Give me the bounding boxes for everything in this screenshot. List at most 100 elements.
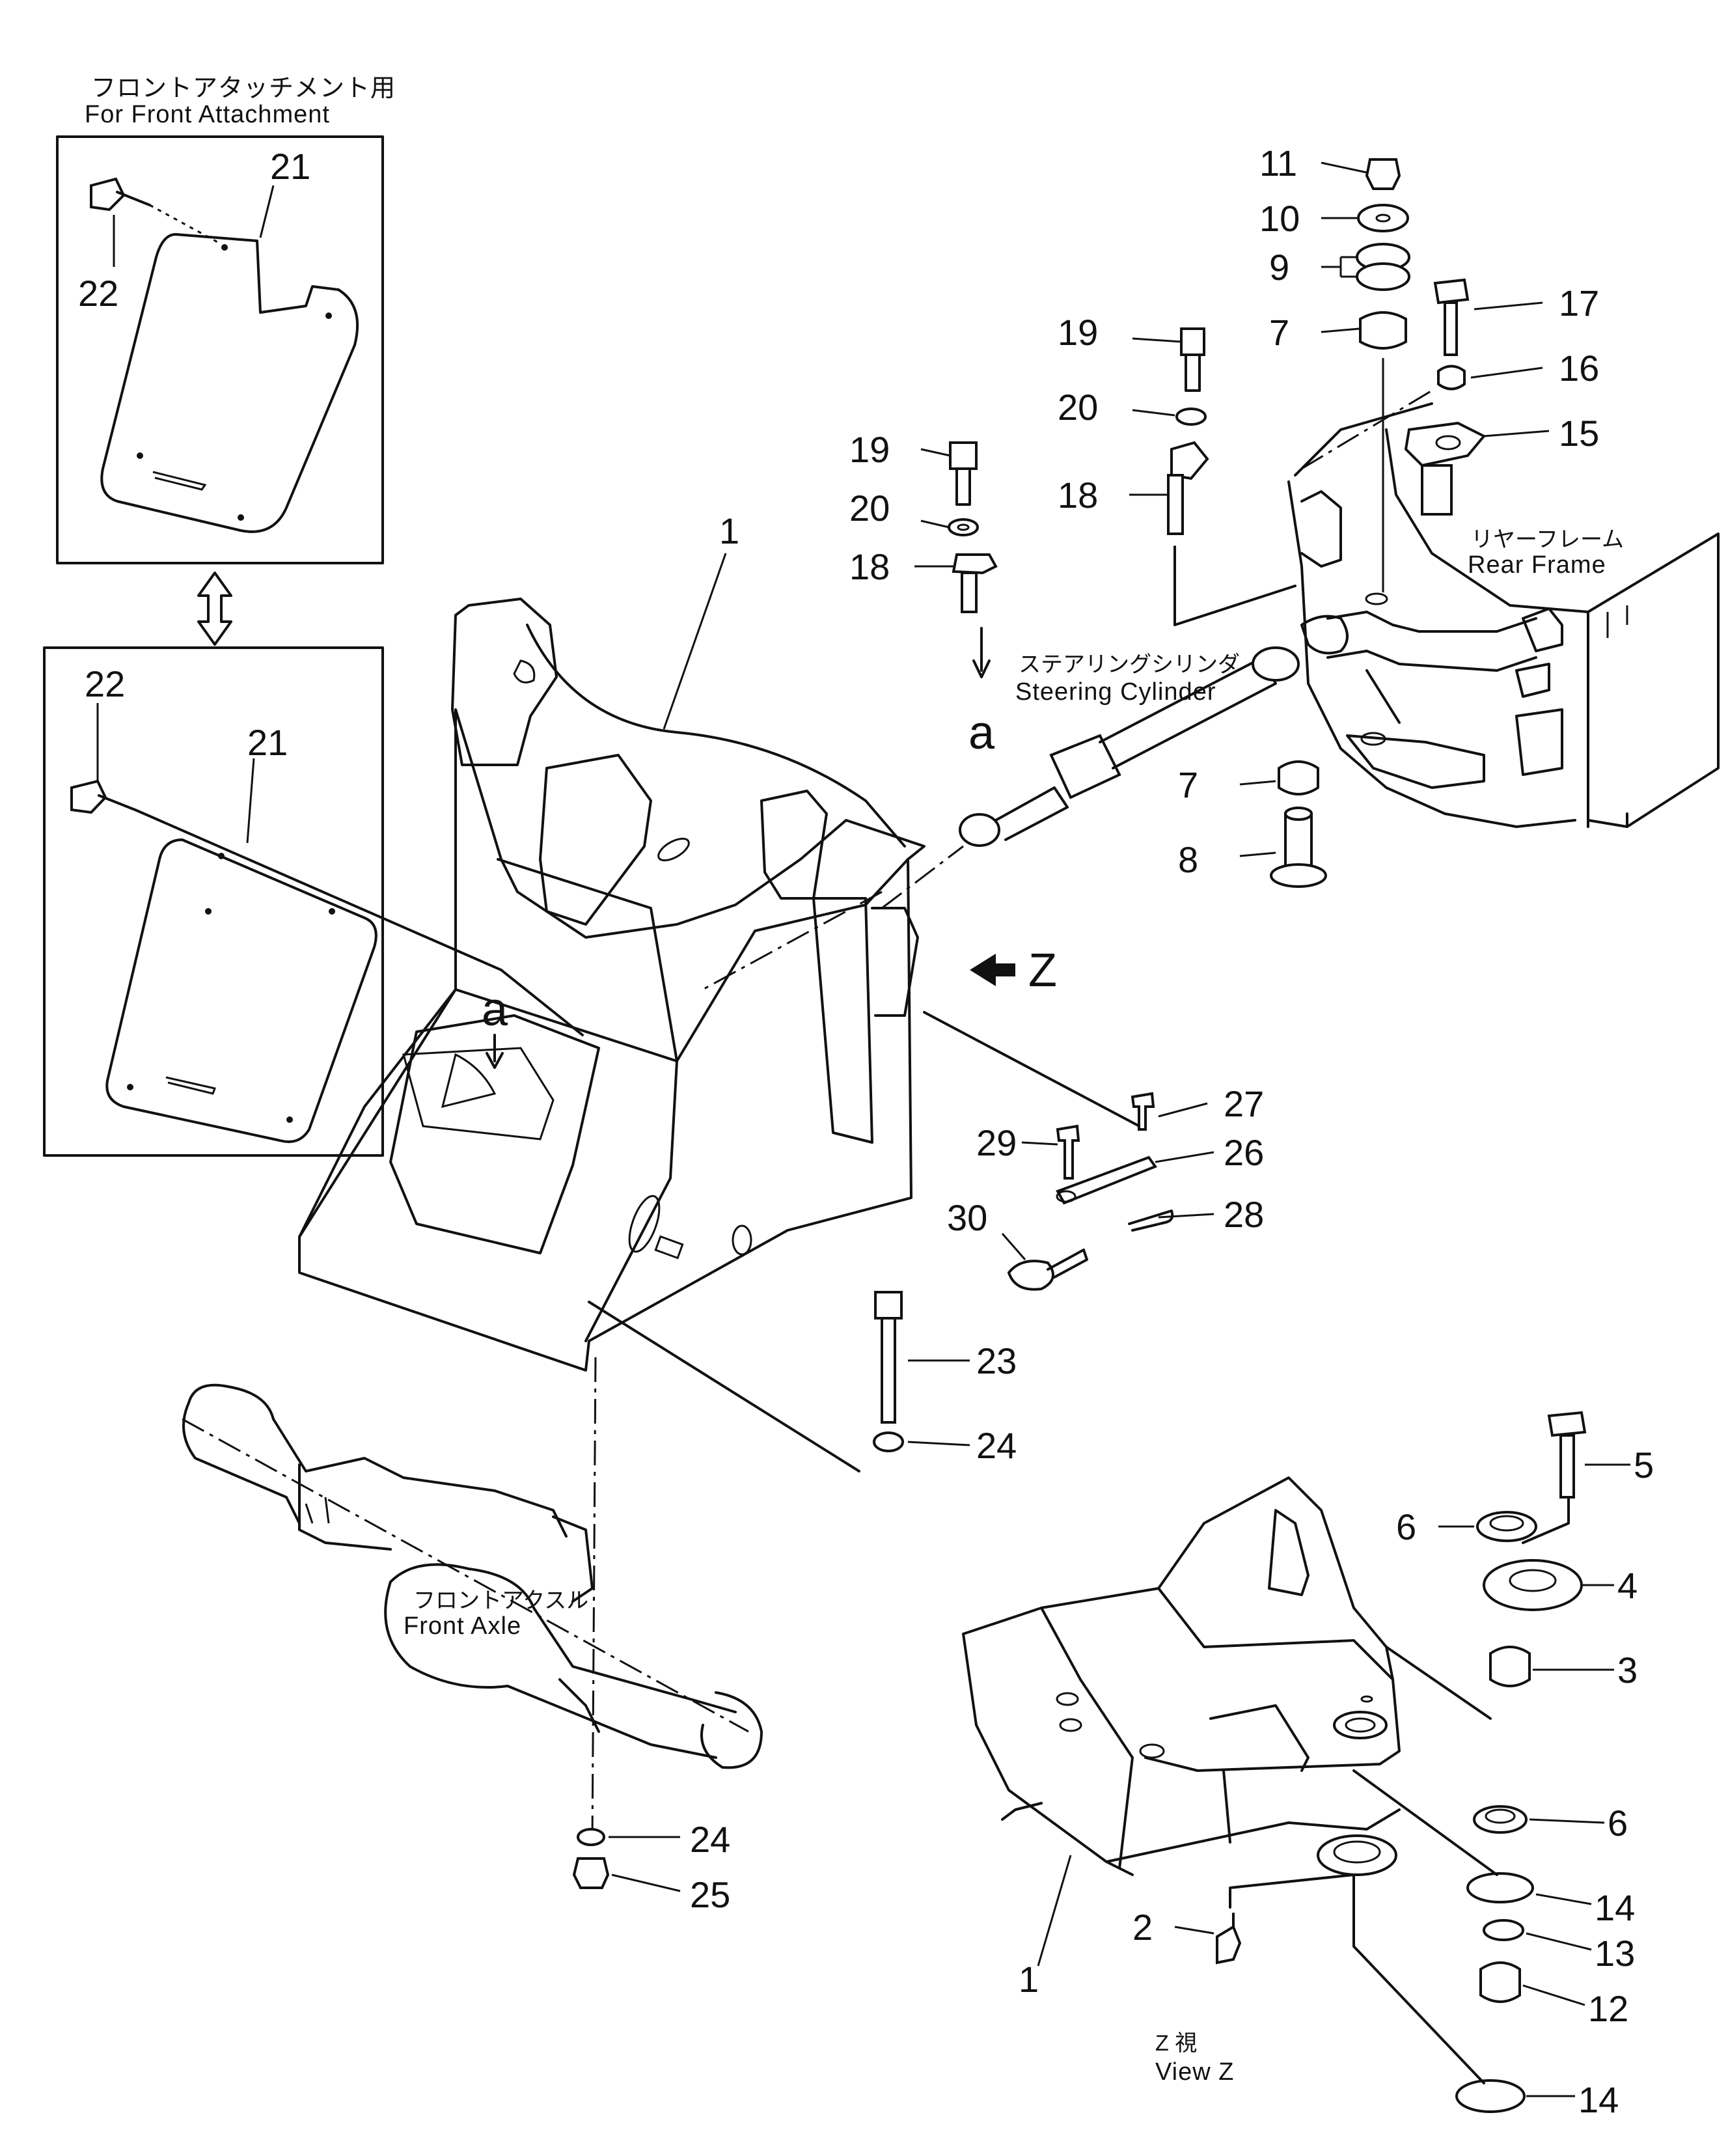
callout-20-b: 20	[1058, 387, 1098, 428]
pin-29	[1056, 1124, 1080, 1180]
front-attachment-en-label: For Front Attachment	[85, 101, 330, 128]
front-axle	[182, 1383, 763, 1769]
leader-19-a	[920, 448, 951, 457]
callout-30: 30	[947, 1197, 987, 1238]
callout-27: 27	[1224, 1083, 1264, 1124]
front-axle-jp-label: フロントアクスル	[413, 1588, 588, 1613]
view-z-en-label: View Z	[1155, 2058, 1234, 2086]
centerline-axle	[591, 1357, 597, 1843]
callout-15: 15	[1559, 413, 1599, 454]
o-ring-14-a	[1466, 1872, 1534, 1903]
bushing-12	[1479, 1961, 1521, 2003]
washer-16	[1437, 365, 1466, 391]
leader-frame-to-14a	[1352, 1769, 1498, 1876]
leader-20-a	[920, 519, 950, 529]
ref-a-top-arrow	[972, 627, 991, 678]
leader-6-bottom	[1529, 1818, 1605, 1824]
leader-25	[611, 1873, 681, 1892]
leader-2	[1174, 1926, 1214, 1935]
swap-arrow	[197, 572, 232, 646]
callout-9: 9	[1269, 247, 1289, 288]
pin-15	[1404, 421, 1487, 516]
leader-14-a	[1535, 1893, 1592, 1905]
pin-set-left	[948, 441, 998, 613]
bolt-22-upper	[90, 177, 222, 245]
z-arrow-icon	[970, 954, 1015, 986]
z-arrow-label: Z	[1028, 945, 1057, 997]
leader-frame-to-bolt	[588, 1301, 860, 1472]
leader-bolt-5-to-flange	[1522, 1496, 1570, 1544]
callout-5: 5	[1634, 1444, 1654, 1486]
flange-4	[1483, 1559, 1583, 1611]
seal-6-bottom	[1473, 1805, 1528, 1834]
leader-7-bottom	[1239, 780, 1276, 786]
centerline-frame	[702, 891, 883, 991]
callout-17: 17	[1559, 283, 1599, 324]
leader-cover-to-frame	[135, 809, 584, 1036]
leader-11	[1321, 161, 1367, 174]
view-z-frame	[962, 1476, 1401, 1876]
leader-20-b	[1132, 409, 1175, 417]
pin-set-right	[1167, 327, 1209, 535]
callout-2: 2	[1132, 1907, 1153, 1948]
callout-7-top: 7	[1269, 312, 1289, 353]
leader-17	[1474, 301, 1543, 311]
grease-fitting-2	[1216, 1913, 1242, 1965]
bushing-7-bottom	[1278, 760, 1319, 795]
callout-11: 11	[1259, 143, 1297, 184]
washer-10	[1357, 204, 1409, 232]
leader-frame-to-14b	[1352, 1873, 1485, 2084]
leader-28	[1158, 1213, 1214, 1219]
callout-25: 25	[690, 1874, 730, 1915]
bolt-22-lower	[70, 779, 138, 814]
callout-8: 8	[1178, 839, 1198, 880]
snap-ring-13	[1483, 1919, 1524, 1941]
leader-21-lower	[246, 758, 255, 844]
callout-1-view: 1	[1019, 1959, 1039, 2000]
inset-panel-lower	[43, 646, 384, 1157]
cover-plate-upper	[100, 233, 359, 533]
callout-6-bottom: 6	[1608, 1803, 1628, 1844]
callout-24-top: 24	[976, 1425, 1017, 1466]
leader-12	[1522, 1984, 1585, 2006]
leader-7-top	[1321, 327, 1360, 333]
callout-10: 10	[1259, 198, 1300, 239]
ref-a-frame: a	[482, 984, 508, 1036]
front-axle-en-label: Front Axle	[404, 1612, 521, 1640]
leader-26	[1155, 1151, 1214, 1163]
callout-20-a: 20	[849, 488, 890, 529]
o-ring-14-b	[1455, 2079, 1526, 2113]
leader-2-to-frame	[1229, 1873, 1355, 1909]
bolt-5	[1547, 1411, 1587, 1499]
leader-frame-to-3	[1385, 1646, 1492, 1720]
callout-18-a: 18	[849, 546, 890, 587]
leader-9	[1321, 256, 1357, 278]
bushing-7-top	[1359, 311, 1407, 350]
callout-18-b: 18	[1058, 475, 1098, 516]
callout-7-bottom: 7	[1178, 764, 1198, 805]
leader-pin-to-cylinder	[1173, 546, 1296, 626]
callout-16: 16	[1559, 348, 1599, 389]
leader-1-view	[1037, 1855, 1072, 1967]
centerline-cylinder	[881, 845, 964, 909]
bushing-3	[1489, 1646, 1531, 1687]
rear-frame	[1287, 402, 1720, 828]
nut-25	[572, 1857, 610, 1889]
nut-11	[1365, 158, 1401, 190]
front-frame	[298, 598, 926, 1372]
inset-panel-upper	[56, 135, 384, 564]
leader-19-b	[1132, 337, 1182, 343]
centerline-rear	[1301, 389, 1433, 470]
centerline-axle-horizontal	[182, 1418, 749, 1733]
leader-27	[1158, 1102, 1208, 1118]
steering-cylinder-jp-label: ステアリングシリンダ	[1019, 652, 1240, 677]
callout-24-bottom: 24	[690, 1819, 730, 1860]
callout-21-upper: 21	[270, 146, 310, 187]
rear-frame-jp-label: リヤーフレーム	[1471, 527, 1624, 552]
leader-30	[1001, 1233, 1026, 1260]
leader-24-top	[907, 1441, 970, 1446]
leader-8	[1239, 851, 1276, 857]
bolt-23	[874, 1291, 903, 1424]
